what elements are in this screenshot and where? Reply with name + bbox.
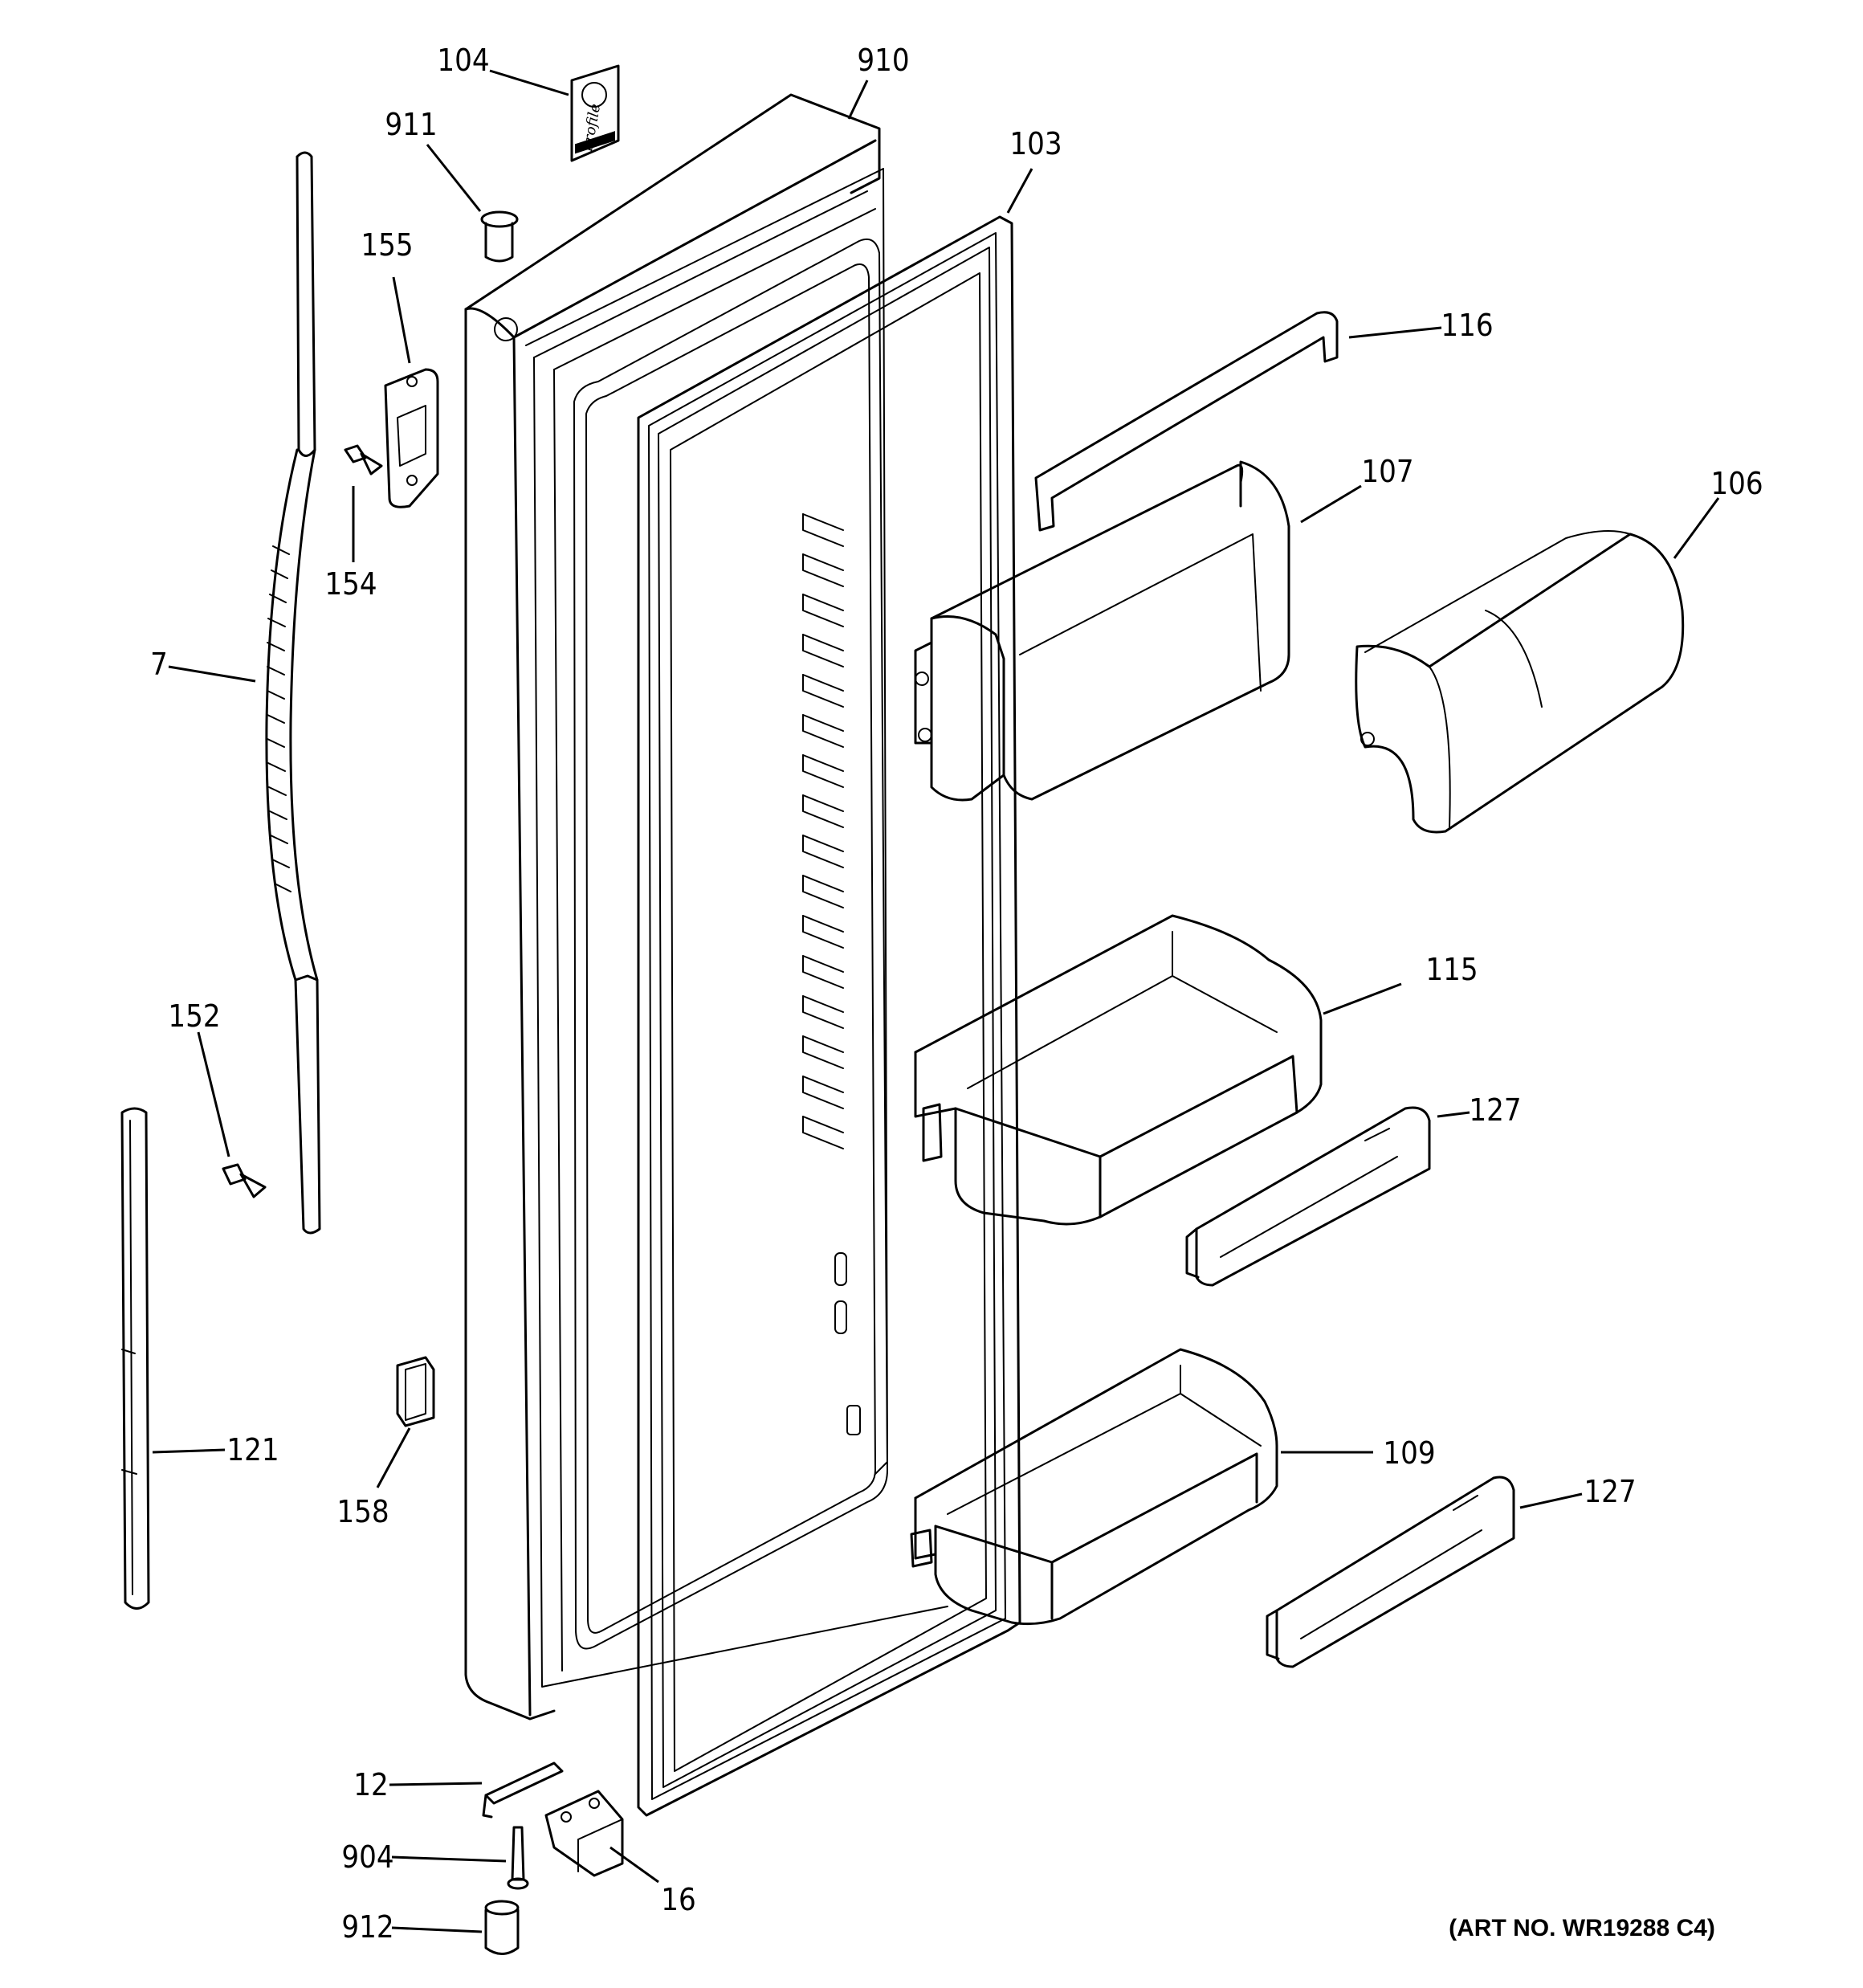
hinge-plate-12	[482, 1761, 564, 1819]
lower-bin-109	[910, 1348, 1278, 1626]
screw-154	[344, 444, 383, 476]
door-liner-ribs	[802, 513, 861, 1435]
label-16: 16	[661, 1882, 696, 1917]
door-gasket-103	[637, 215, 1021, 1817]
bin-rail-116	[1034, 311, 1339, 532]
label-127-upper: 127	[1469, 1092, 1521, 1128]
trim-strip-121	[120, 1107, 150, 1610]
label-106: 106	[1710, 466, 1763, 501]
label-155: 155	[361, 227, 413, 263]
label-127-lower: 127	[1584, 1474, 1636, 1509]
label-116: 116	[1441, 308, 1493, 343]
part-labels: 104 910 911 103 155 116 107 106 154 7 11…	[150, 43, 1763, 1945]
label-910: 910	[857, 43, 909, 78]
door-shell-910	[464, 93, 948, 1721]
label-107: 107	[1361, 454, 1413, 489]
label-912: 912	[341, 1909, 393, 1945]
label-121: 121	[226, 1432, 279, 1468]
shelf-front-127-lower	[1266, 1476, 1515, 1668]
label-154: 154	[324, 566, 377, 602]
label-103: 103	[1009, 126, 1062, 161]
leader-lines	[152, 69, 1720, 1933]
logo-badge-104: Profile	[570, 64, 620, 162]
label-904: 904	[341, 1839, 393, 1875]
bottom-hinge-16	[544, 1790, 624, 1877]
label-158: 158	[336, 1494, 389, 1529]
shelf-front-127-upper	[1185, 1106, 1431, 1287]
label-104: 104	[437, 43, 489, 78]
handle-bracket-155	[384, 368, 439, 508]
middle-bin-115	[914, 914, 1323, 1226]
hinge-bushing-912	[484, 1900, 520, 1955]
label-911: 911	[385, 107, 437, 142]
label-7: 7	[150, 647, 168, 682]
label-152: 152	[168, 998, 220, 1034]
label-109: 109	[1383, 1435, 1435, 1471]
logo-text: Profile	[579, 103, 604, 154]
label-12: 12	[353, 1767, 389, 1802]
door-handle-7	[265, 151, 321, 1235]
hinge-bushing-911	[480, 210, 519, 263]
screw-152	[222, 1163, 267, 1198]
upper-bin-107	[914, 460, 1290, 802]
screw-904	[507, 1826, 529, 1890]
bin-cover-106	[1355, 530, 1685, 834]
label-115: 115	[1425, 952, 1478, 987]
art-number: (ART NO. WR19288 C4)	[1449, 1915, 1715, 1941]
spacer-158	[396, 1356, 435, 1427]
